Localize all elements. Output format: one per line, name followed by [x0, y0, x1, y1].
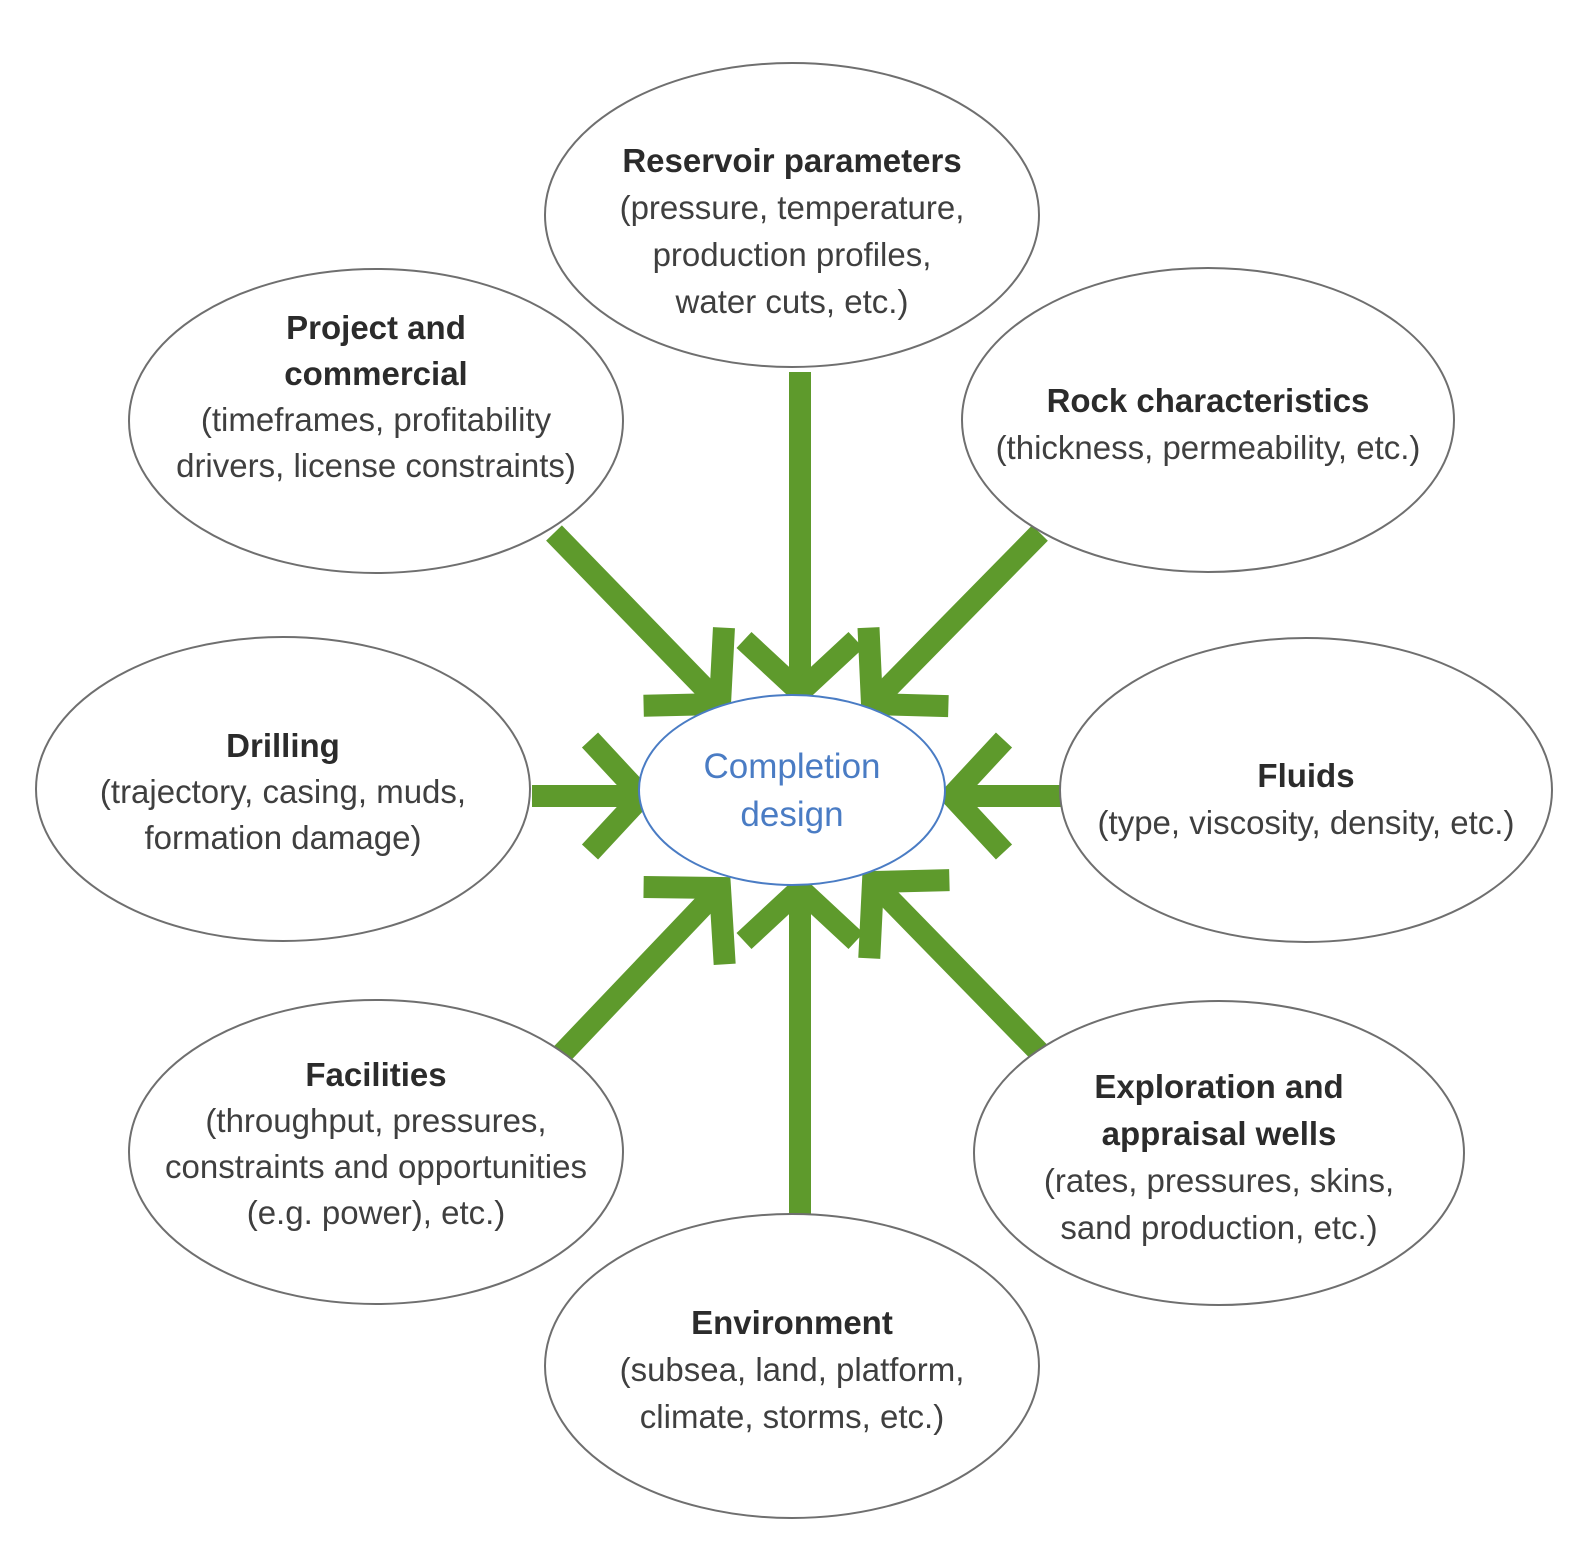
- arrowhead-icon: [936, 732, 1013, 860]
- node-description: (e.g. power), etc.): [247, 1194, 506, 1231]
- node-title: Reservoir parameters: [622, 142, 961, 179]
- center-label: design: [740, 795, 843, 834]
- node-description: (trajectory, casing, muds,: [100, 773, 466, 810]
- arrowhead-icon: [858, 869, 950, 959]
- node-title: Fluids: [1257, 757, 1354, 794]
- node-facilities: Facilities (throughput, pressures, constra…: [128, 999, 624, 1305]
- node-description: (thickness, permeability, etc.): [996, 429, 1421, 466]
- arrow-fluids: [936, 732, 1068, 860]
- center-label: Completion: [703, 747, 880, 786]
- node-title: commercial: [284, 355, 467, 392]
- arrow-shaft: [870, 880, 1048, 1061]
- arrow-shaft: [869, 525, 1048, 707]
- arrow-shaft: [546, 525, 723, 706]
- arrowhead-icon: [643, 876, 736, 965]
- node-title: appraisal wells: [1102, 1115, 1337, 1152]
- arrow-reservoir-parameters: [736, 372, 864, 708]
- node-description: (rates, pressures, skins,: [1044, 1162, 1394, 1199]
- arrow-drilling: [532, 732, 658, 860]
- node-title: Facilities: [305, 1056, 446, 1093]
- arrow-project-and-commercial: [546, 525, 735, 717]
- node-description: constraints and opportunities: [165, 1148, 587, 1185]
- node-description: water cuts, etc.): [675, 283, 909, 320]
- node-description: (pressure, temperature,: [620, 189, 965, 226]
- node-environment: Environment (subsea, land, platform, clima…: [544, 1213, 1040, 1519]
- node-title: Environment: [691, 1304, 893, 1341]
- arrow-exploration-and-appraisal-wells: [858, 869, 1048, 1061]
- node-project-and-commercial: Project and commercial (timeframes, profit…: [128, 268, 624, 574]
- arrowhead-icon: [736, 873, 864, 950]
- node-title: Drilling: [226, 727, 340, 764]
- arrow-shaft: [551, 886, 723, 1065]
- node-description: (throughput, pressures,: [205, 1102, 546, 1139]
- arrow-facilities: [551, 876, 736, 1065]
- node-description: drivers, license constraints): [176, 447, 576, 484]
- node-ellipse: [544, 1213, 1040, 1519]
- node-description: climate, storms, etc.): [640, 1398, 944, 1435]
- node-ellipse: [128, 999, 624, 1305]
- node-reservoir-parameters: Reservoir parameters (pressure, temperatu…: [544, 62, 1040, 368]
- node-ellipse: [961, 267, 1455, 573]
- node-description: (subsea, land, platform,: [620, 1351, 965, 1388]
- node-description: (type, viscosity, density, etc.): [1098, 804, 1515, 841]
- node-description: production profiles,: [653, 236, 932, 273]
- node-ellipse: [544, 62, 1040, 368]
- arrow-environment: [736, 873, 864, 1227]
- node-title: Project and: [286, 309, 466, 346]
- arrowhead-icon: [857, 627, 949, 718]
- arrowhead-icon: [643, 627, 735, 717]
- node-drilling: Drilling (trajectory, casing, muds, format…: [35, 636, 531, 942]
- node-rock-characteristics: Rock characteristics (thickness, permeabi…: [961, 267, 1455, 573]
- node-ellipse: [35, 636, 531, 942]
- node-title: Rock characteristics: [1047, 382, 1370, 419]
- center-ellipse: [638, 694, 946, 886]
- node-ellipse: [1059, 637, 1553, 943]
- center-node: Completion design: [638, 694, 946, 886]
- arrow-rock-characteristics: [857, 525, 1048, 718]
- nodes: Reservoir parameters (pressure, temperatu…: [35, 62, 1553, 1519]
- node-exploration-and-appraisal-wells: Exploration and appraisal wells (rates, pr…: [973, 1000, 1465, 1306]
- node-description: sand production, etc.): [1060, 1209, 1377, 1246]
- node-ellipse: [128, 268, 624, 574]
- arrowhead-icon: [736, 631, 864, 708]
- node-fluids: Fluids (type, viscosity, density, etc.): [1059, 637, 1553, 943]
- node-ellipse: [973, 1000, 1465, 1306]
- node-description: (timeframes, profitability: [201, 401, 552, 438]
- node-title: Exploration and: [1094, 1068, 1343, 1105]
- node-description: formation damage): [145, 819, 422, 856]
